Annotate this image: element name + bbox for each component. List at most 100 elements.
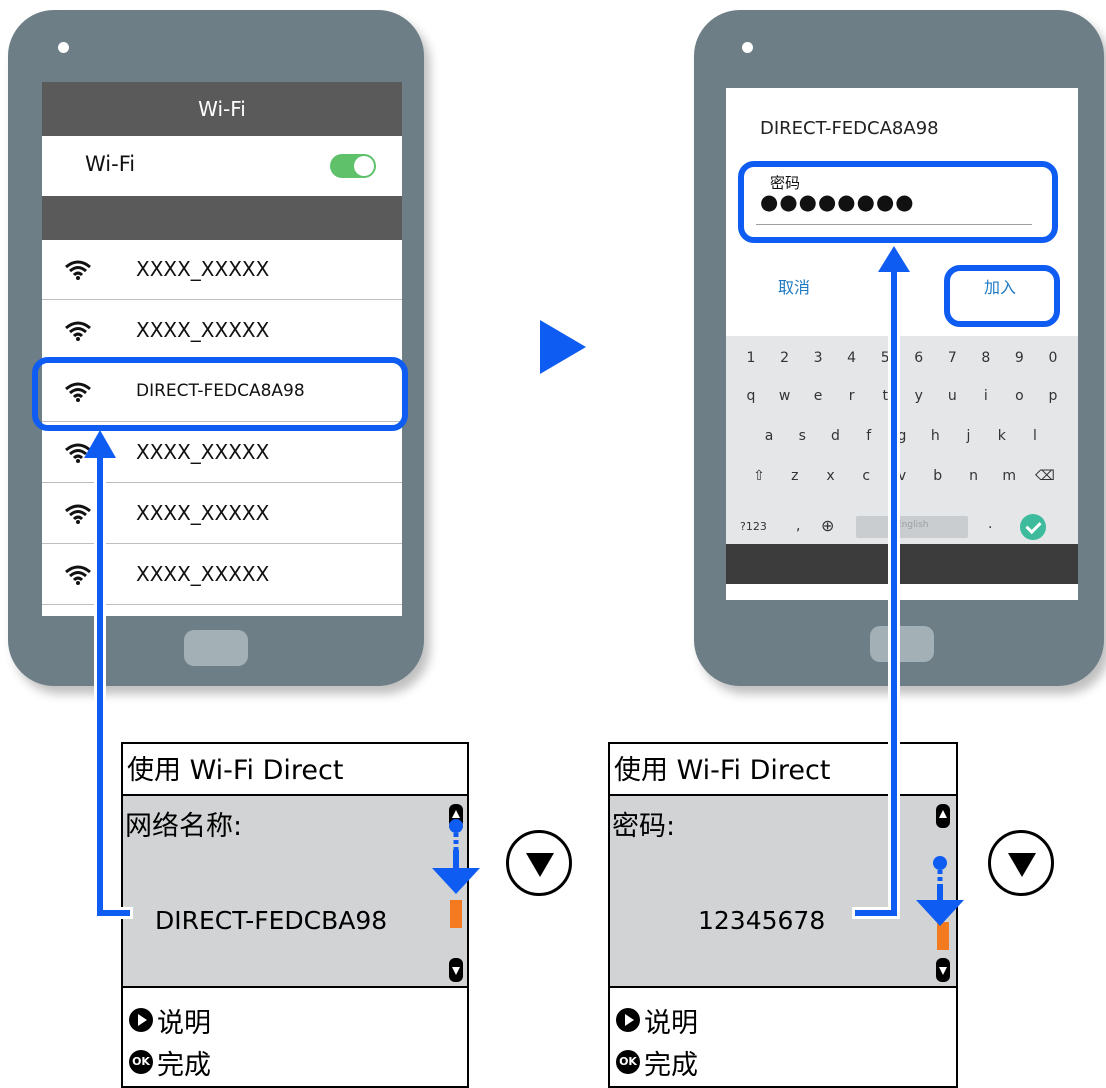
scroll-up-icon xyxy=(936,804,950,828)
wifi-toggle-row[interactable]: Wi-Fi xyxy=(42,136,402,196)
home-button[interactable] xyxy=(870,626,934,662)
wifi-signal-icon xyxy=(64,504,92,524)
space-bar[interactable]: English xyxy=(856,516,968,538)
keyboard-key[interactable]: 7 xyxy=(947,350,957,366)
left-connector-line xyxy=(94,438,133,919)
password-input[interactable]: ●●●●●●●● xyxy=(760,190,915,214)
keyboard-key[interactable]: y xyxy=(914,388,923,404)
keyboard-key[interactable]: l xyxy=(1033,428,1037,444)
keyboard-key[interactable]: f xyxy=(866,428,872,444)
camera-dot xyxy=(58,42,69,53)
network-row[interactable]: DIRECT-FEDCA8A98 xyxy=(42,362,402,422)
checkmark-icon[interactable] xyxy=(1020,514,1046,540)
network-name-label: 网络名称: xyxy=(125,811,243,842)
camera-dot xyxy=(742,42,753,53)
left-phone: Wi-Fi Wi-Fi XXXX_XXXXX XXXX_XXXXX DIRECT-F… xyxy=(8,10,424,686)
password-value: 12345678 xyxy=(698,906,826,935)
keyboard-key[interactable]: 5 xyxy=(880,350,890,366)
left-connector-arrowhead xyxy=(84,430,116,458)
keyboard-key[interactable]: s xyxy=(798,428,806,444)
keyboard-key[interactable]: 2 xyxy=(780,350,789,366)
network-name: XXXX_XXXXX xyxy=(136,318,270,342)
done-label: 完成 xyxy=(644,1050,698,1081)
lcd-content-area: 网络名称: DIRECT-FEDCBA98 xyxy=(123,794,467,988)
down-button-icon xyxy=(506,830,572,896)
keyboard-key[interactable]: a xyxy=(764,428,774,444)
keyboard-key[interactable]: 3 xyxy=(813,350,823,366)
keyboard-key[interactable]: ⇧ xyxy=(753,468,765,484)
keyboard-key[interactable]: q xyxy=(746,388,756,404)
keyboard-key[interactable]: m xyxy=(1002,468,1017,484)
scroll-thumb xyxy=(937,922,949,950)
keyboard-key[interactable]: 8 xyxy=(981,350,991,366)
selected-network-highlight xyxy=(32,357,408,431)
keyboard-key[interactable]: v xyxy=(897,468,907,484)
keyboard-key[interactable]: z xyxy=(791,468,799,484)
keyboard-key[interactable]: n xyxy=(969,468,978,484)
network-name: XXXX_XXXXX xyxy=(136,257,270,281)
scroll-down-icon xyxy=(449,958,463,982)
left-phone-screen: Wi-Fi Wi-Fi XXXX_XXXXX XXXX_XXXXX DIRECT-F… xyxy=(42,82,402,616)
network-name: XXXX_XXXXX xyxy=(136,501,270,525)
ok-icon: OK xyxy=(129,1050,153,1074)
password-underline xyxy=(756,224,1032,225)
lcd-title: 使用 Wi-Fi Direct xyxy=(127,755,344,786)
comma-key[interactable]: , xyxy=(796,518,801,534)
wifi-toggle-switch[interactable] xyxy=(330,154,376,178)
keyboard-key[interactable]: o xyxy=(1015,388,1024,404)
keyboard-key[interactable]: 4 xyxy=(847,350,857,366)
password-label: 密码 xyxy=(770,174,801,192)
wifi-signal-icon xyxy=(64,260,92,280)
done-label: 完成 xyxy=(157,1050,211,1081)
network-name: XXXX_XXXXX xyxy=(136,440,270,464)
keyboard-key[interactable]: 6 xyxy=(914,350,924,366)
keyboard-row-bottom: ⇧ z x c v b n m ⌫ xyxy=(726,468,1078,496)
cancel-button[interactable]: 取消 xyxy=(778,278,811,297)
network-name: DIRECT-FEDCA8A98 xyxy=(136,381,305,401)
period-key[interactable]: . xyxy=(988,516,993,532)
keyboard-key[interactable]: c xyxy=(862,468,871,484)
keyboard-key[interactable]: d xyxy=(831,428,840,444)
keyboard-key[interactable]: p xyxy=(1048,388,1058,404)
wifi-settings-header: Wi-Fi xyxy=(42,82,402,136)
keyboard-key[interactable]: x xyxy=(826,468,835,484)
home-button[interactable] xyxy=(184,630,248,666)
keyboard-key[interactable]: b xyxy=(933,468,943,484)
keyboard-key[interactable]: e xyxy=(813,388,823,404)
keyboard-key[interactable]: 0 xyxy=(1048,350,1058,366)
keyboard-key[interactable]: r xyxy=(848,388,855,404)
lcd-title: 使用 Wi-Fi Direct xyxy=(614,755,831,786)
keyboard-key[interactable]: j xyxy=(966,428,971,444)
keyboard-key[interactable]: h xyxy=(930,428,940,444)
keyboard-key[interactable]: t xyxy=(882,388,888,404)
keyboard-key[interactable]: g xyxy=(897,428,907,444)
keyboard-key[interactable]: 9 xyxy=(1014,350,1024,366)
help-label: 说明 xyxy=(157,1008,211,1039)
left-scroll-arrow-icon xyxy=(432,819,480,894)
ok-icon: OK xyxy=(616,1050,640,1074)
right-connector-line xyxy=(852,252,900,919)
printer-lcd-left: 使用 Wi-Fi Direct 网络名称: DIRECT-FEDCBA98 说明… xyxy=(121,742,469,1088)
keyboard-key[interactable]: 1 xyxy=(746,350,756,366)
globe-icon[interactable]: ⊕ xyxy=(821,516,835,535)
on-screen-keyboard: 1 2 3 4 5 6 7 8 9 0 q w e r t y u i o p a s d f g h j k l ⇧ z x c v b n m… xyxy=(726,336,1078,544)
keyboard-key[interactable]: ⌫ xyxy=(1035,468,1055,484)
keyboard-key[interactable]: u xyxy=(947,388,957,404)
keyboard-key[interactable]: k xyxy=(997,428,1006,444)
network-row[interactable]: XXXX_XXXXX xyxy=(42,240,402,300)
wifi-signal-icon xyxy=(64,565,92,585)
symbols-key[interactable]: ?123 xyxy=(740,520,767,533)
join-button[interactable]: 加入 xyxy=(984,278,1017,297)
network-row[interactable]: XXXX_XXXXX xyxy=(42,301,402,361)
keyboard-key[interactable]: i xyxy=(983,388,988,404)
toggle-knob xyxy=(354,156,374,176)
network-name: XXXX_XXXXX xyxy=(136,562,270,586)
navigation-bar xyxy=(726,544,1078,584)
keyboard-key[interactable]: w xyxy=(778,388,791,404)
scroll-down-icon xyxy=(936,958,950,982)
password-label: 密码: xyxy=(612,811,676,842)
help-label: 说明 xyxy=(644,1008,698,1039)
